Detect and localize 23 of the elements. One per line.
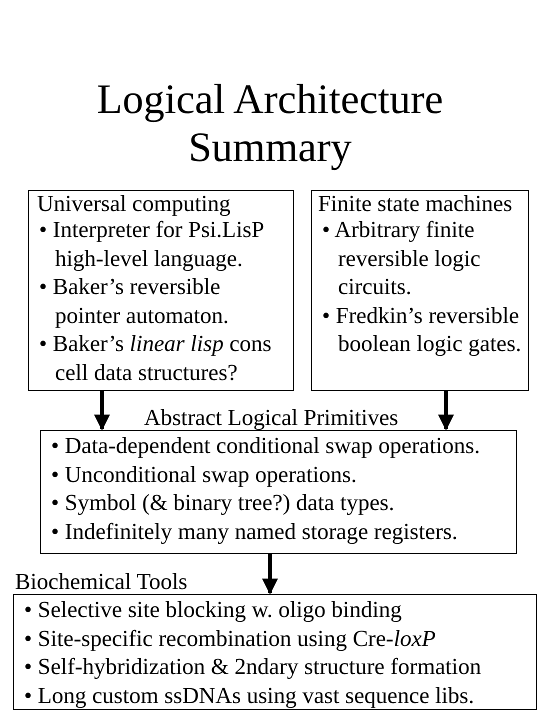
bullet-item: • Site-specific recombination using Cre-loxP: [24, 624, 437, 653]
bullet-item: • Indefinitely many named storage registers.: [51, 518, 459, 546]
bullet-item: • Baker’s linear lisp cons cell data structures?: [39, 330, 273, 387]
bullet-item: • Symbol (& binary tree?) data types.: [51, 489, 396, 518]
bullet-item: • Self-hybridization & 2ndary structure formation: [24, 653, 482, 682]
bullet-item: • Baker’s reversible pointer automaton.: [39, 273, 230, 330]
title: Logical Architecture Summary: [96, 76, 444, 172]
bullet-item: • Data-dependent conditional swap operations.: [51, 432, 481, 460]
bullet-item: • Arbitrary finite reversible logic circuits.: [322, 216, 482, 302]
arrow: [438, 391, 454, 431]
bullet-item: • Unconditional swap operations.: [51, 460, 358, 489]
box-heading: Abstract Logical Primitives: [144, 406, 398, 430]
bullet-item: • Selective site blocking w. oligo binding: [24, 596, 403, 624]
box-heading: Biochemical Tools: [15, 570, 188, 594]
bullet-item: • Fredkin’s reversible boolean logic gates.: [322, 302, 522, 358]
bullet-item: • Long custom ssDNAs using vast sequence libs.: [24, 682, 476, 710]
bullet-item: • Interpreter for Psi.LisP high-level language.: [39, 216, 264, 273]
box-heading: Finite state machines: [318, 192, 512, 216]
box-heading: Universal computing: [37, 192, 231, 216]
arrow: [262, 554, 278, 595]
text-box: [28, 190, 294, 391]
arrow: [94, 391, 110, 431]
text-box: [311, 190, 529, 391]
